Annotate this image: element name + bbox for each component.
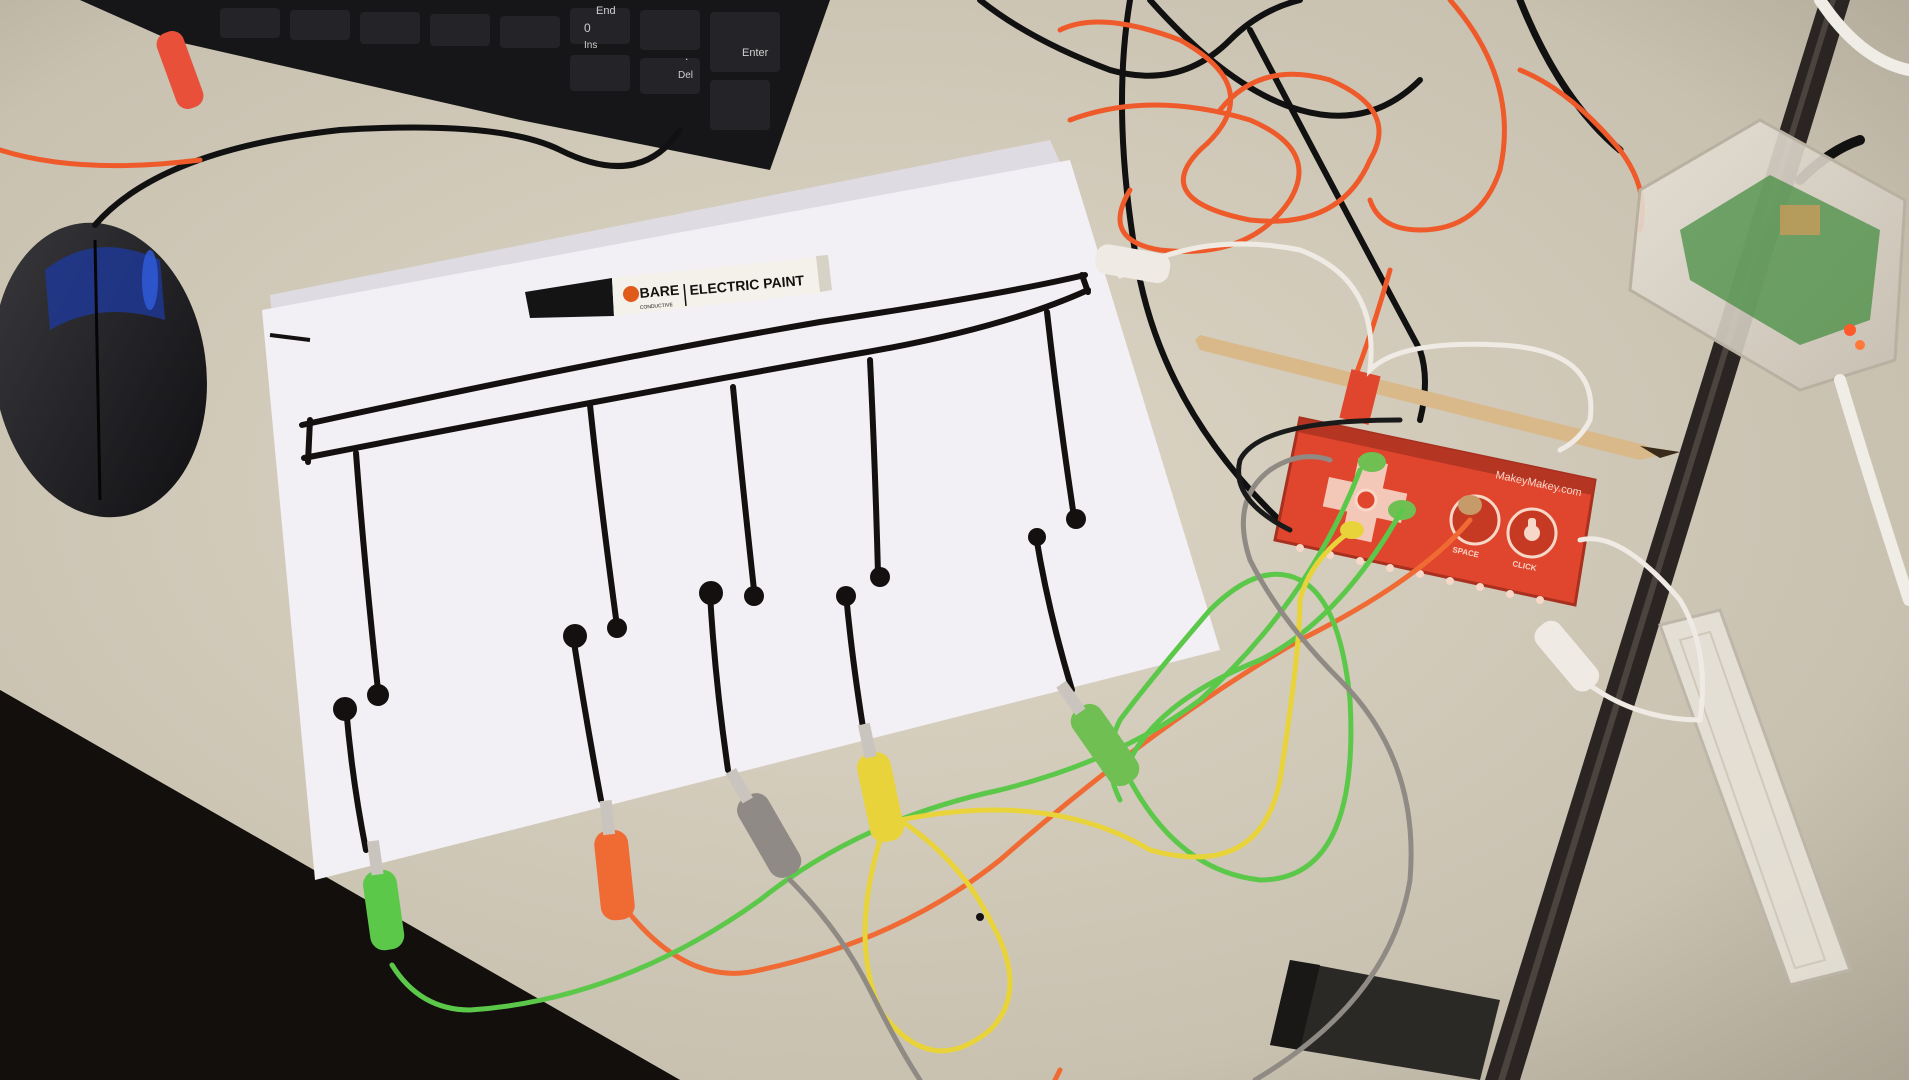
paint-pads [269, 333, 1086, 721]
white-cable-right [1814, 0, 1909, 606]
paper-sheet [262, 140, 1220, 880]
key-del-label: Del [678, 70, 693, 81]
pencil [1195, 335, 1680, 460]
paint-circuit [299, 272, 1091, 853]
key-dot-label: . [685, 49, 688, 63]
raspberry-pi [1628, 118, 1907, 392]
marker-brand: BARE [639, 282, 680, 301]
ink-drop [976, 913, 984, 921]
mouse [0, 222, 207, 518]
alligator-clips [156, 31, 1600, 951]
orange-cables [0, 0, 1645, 393]
key-zero-label: 0 [584, 21, 591, 35]
marker-brand-sub: CONDUCTIVE [640, 302, 674, 311]
key-ins-label: Ins [584, 40, 597, 51]
key-enter-label: Enter [742, 47, 769, 59]
makey-makey-board: MakeyMakey.com SPACE CLICK [1273, 369, 1597, 607]
plastic-tray [1658, 608, 1852, 987]
usb-device [1270, 960, 1500, 1080]
key-end-label: End [596, 5, 616, 17]
electric-paint-marker: BARE CONDUCTIVE ELECTRIC PAINT [525, 255, 832, 318]
keyboard: End 0 Ins . Del Enter [80, 0, 830, 170]
